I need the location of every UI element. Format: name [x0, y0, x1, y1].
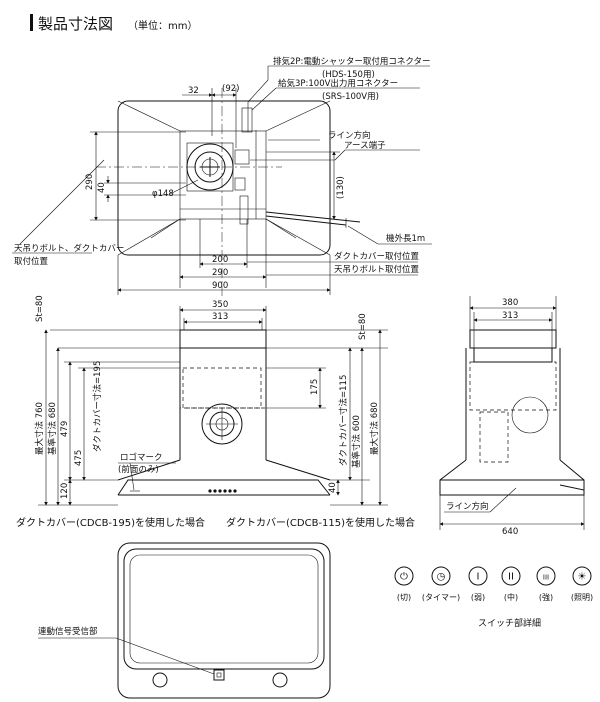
page-title: 製品寸法図	[38, 15, 113, 33]
switch-label-5: (照明)	[571, 593, 593, 602]
bolt-duct-position-label: 天吊りボルト、ダクトカバー	[14, 243, 124, 254]
dim-290-vertical: 290	[85, 174, 95, 190]
caption-cdcb-115: ダクトカバー(CDCB-115)を使用した場合	[226, 516, 415, 529]
bottom-view	[38, 542, 331, 699]
earth-terminal-label: アース端子	[344, 140, 386, 151]
caption-cdcb-195: ダクトカバー(CDCB-195)を使用した場合	[16, 516, 205, 529]
switch-detail-title: スイッチ部詳細	[478, 617, 541, 629]
dim-350: 350	[212, 300, 228, 310]
bolt-duct-position-label-2: 取付位置	[14, 256, 49, 267]
dim-380: 380	[502, 298, 518, 308]
switch-button-3: II (中)	[501, 566, 521, 602]
dim-640: 640	[502, 527, 518, 537]
line-direction-label: ライン方向	[328, 130, 371, 141]
dim-std-680-left: 基準寸法 680	[47, 402, 58, 455]
dim-40-vertical: 40	[97, 182, 107, 193]
front-view	[38, 306, 388, 506]
dim-92: (92)	[222, 84, 239, 94]
power-icon-glyph: ⏻	[400, 572, 408, 583]
light-icon-glyph: ☀	[578, 572, 587, 583]
dim-200: 200	[212, 255, 228, 265]
speed-1-icon	[468, 566, 488, 586]
bolt-position-label: 天吊りボルト取付位置	[334, 264, 420, 275]
dim-max-760: 最大寸法 760	[34, 402, 45, 455]
dim-duct-195: ダクトカバー寸法=195	[92, 361, 103, 452]
signal-receiver-label: 連動信号受信部	[38, 626, 98, 637]
switch-label-4: (強)	[539, 592, 553, 602]
dim-duct-115: ダクトカバー寸法=115	[338, 375, 349, 466]
dim-st80-left: St=80	[35, 295, 45, 322]
switch-button-4: III (強)	[536, 566, 556, 602]
light-icon	[572, 566, 592, 586]
dim-std-600: 基準寸法 600	[351, 415, 362, 468]
dim-st80-right: St=80	[358, 313, 368, 340]
speed-2-icon-glyph: II	[508, 572, 514, 583]
switch-label-3: (中)	[504, 592, 518, 602]
switch-button-0: ⏻ (切)	[394, 566, 414, 602]
timer-icon	[431, 566, 451, 586]
switch-label-2: (弱)	[471, 593, 485, 602]
logo-mark-label: ロゴマーク	[120, 452, 163, 463]
dim-32: 32	[188, 86, 199, 96]
supply-connector-label: 給気3P:100V出力用コネクター	[278, 78, 398, 89]
switch-label-0: (切)	[397, 593, 411, 602]
cord-length-label: 機外長1m	[386, 233, 425, 244]
title-bar-mark	[30, 14, 33, 31]
top-view	[12, 65, 432, 296]
speed-2-icon	[501, 566, 521, 586]
dim-120: 120	[60, 483, 70, 499]
logo-mark-note: (前面のみ)	[118, 464, 159, 475]
dim-175: 175	[310, 379, 320, 395]
speed-1-icon-glyph: I	[477, 572, 480, 583]
dim-313: 313	[212, 312, 228, 322]
dim-130: (130)	[336, 176, 346, 199]
speed-3-icon	[536, 566, 556, 586]
switch-button-1: ◷ (タイマー)	[422, 566, 460, 602]
dim-900: 900	[212, 281, 228, 291]
speed-3-icon-glyph: III	[543, 574, 549, 582]
switch-detail: ⏻ (切) ◷ (タイマー) I (弱) II (中) III (強) ☀ (照明)	[394, 566, 593, 602]
dim-313-side: 313	[502, 311, 518, 321]
dim-475: 475	[74, 450, 84, 466]
dim-290-horizontal: 290	[212, 268, 228, 278]
side-line-direction-label: ライン方向	[446, 501, 489, 512]
dim-max-680: 最大寸法 680	[369, 402, 380, 455]
dim-phi148: φ148	[152, 189, 174, 199]
dim-479: 479	[60, 421, 70, 437]
switch-label-1: (タイマー)	[422, 593, 460, 602]
exhaust-connector-label: 排気2P:電動シャッター取付用コネクター	[273, 56, 431, 67]
timer-icon-glyph: ◷	[437, 572, 446, 583]
duct-cover-position-label: ダクトカバー取付位置	[334, 251, 420, 262]
side-view	[439, 296, 585, 530]
supply-model-label: (SRS-100V用)	[322, 92, 379, 102]
dim-40-front: 40	[328, 482, 338, 493]
exhaust-model-label: (HDS-150用)	[322, 70, 375, 80]
switch-button-2: I (弱)	[468, 566, 488, 602]
power-icon	[394, 566, 414, 586]
switch-button-5: ☀ (照明)	[571, 566, 593, 602]
unit-note: （単位：mm）	[128, 19, 197, 32]
